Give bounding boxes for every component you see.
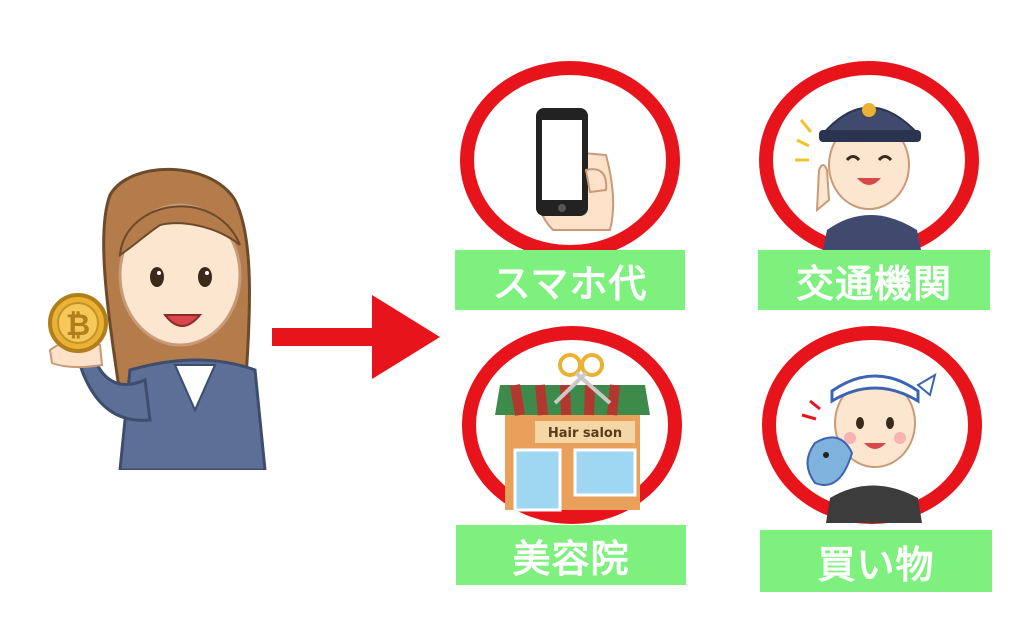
label-transport: 交通機関 [758, 250, 990, 310]
right-arrow [272, 295, 440, 379]
svg-text:₿: ₿ [66, 308, 90, 343]
label-shopping: 買い物 [760, 530, 992, 592]
hair-salon-circle: Hair salon [462, 326, 682, 524]
woman-with-coin-illustration: ₿ [48, 167, 267, 470]
shopping-circle [762, 326, 982, 524]
label-salon: 美容院 [456, 525, 686, 585]
salon-sign-text: Hair salon [548, 426, 622, 441]
smartphone-circle [460, 61, 680, 259]
label-smartphone: スマホ代 [455, 250, 685, 310]
transport-circle [759, 61, 979, 259]
